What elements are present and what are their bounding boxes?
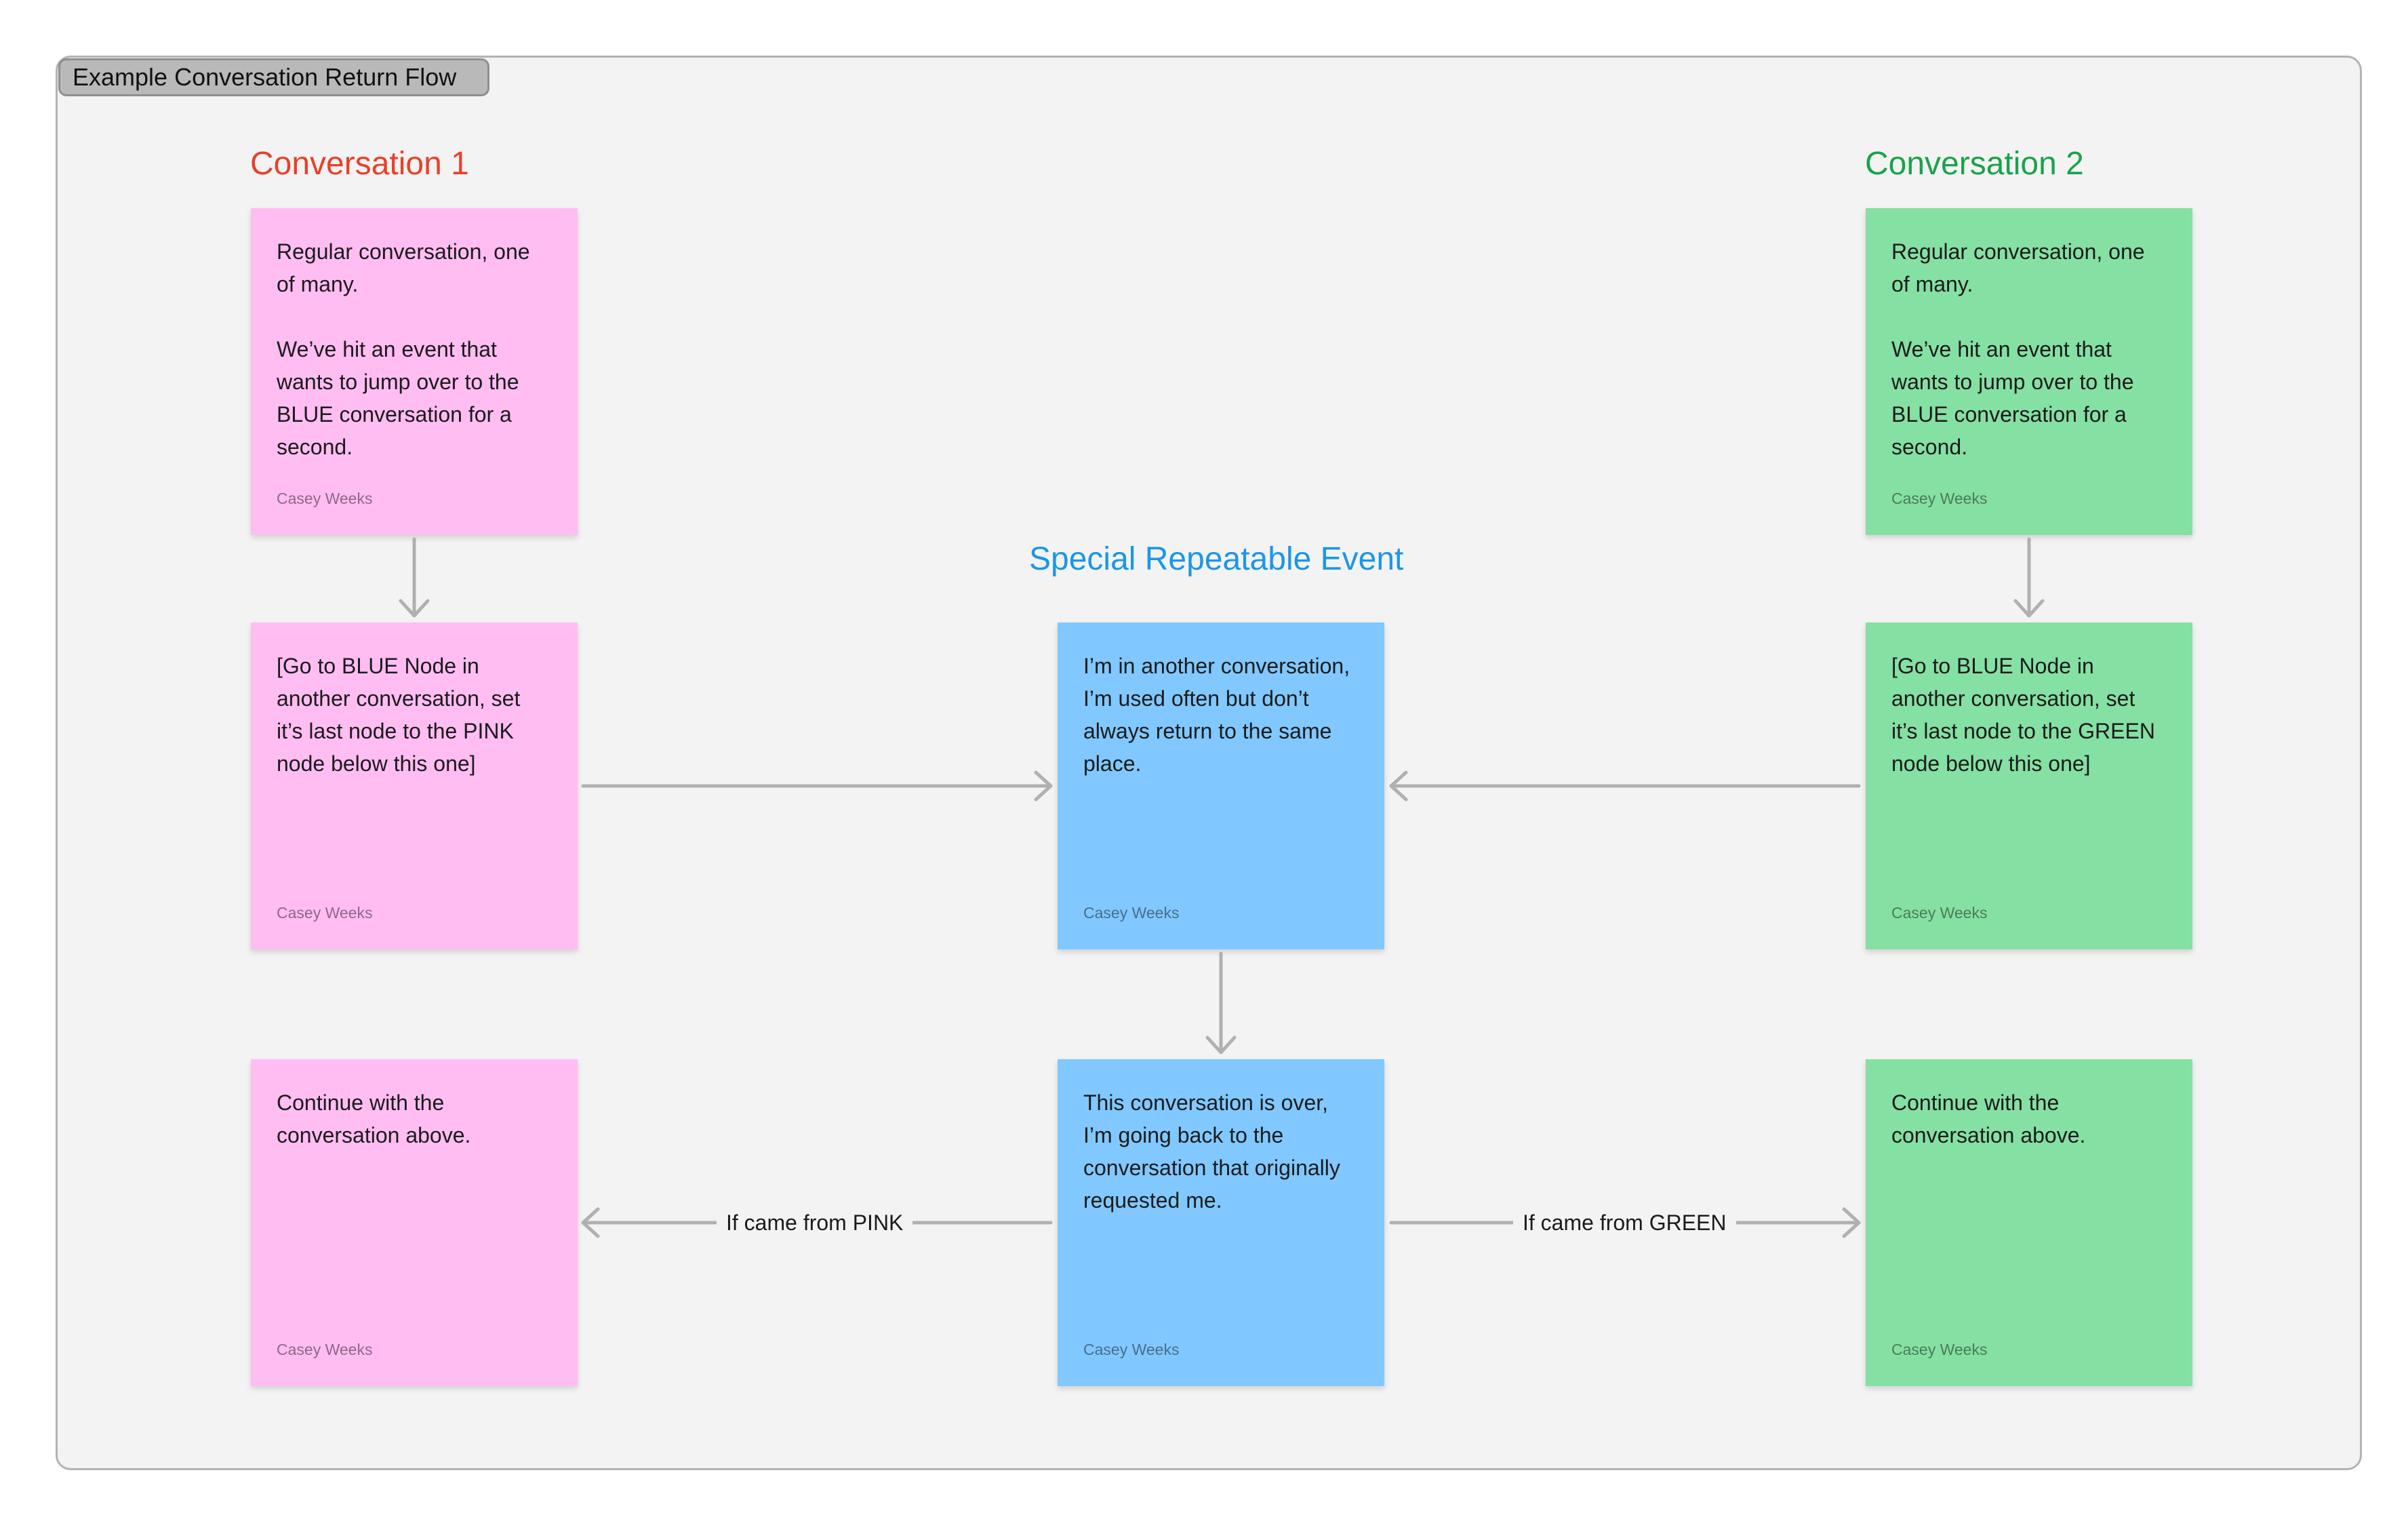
connector-green-top-to-middle[interactable] — [2013, 537, 2045, 618]
note-text: This conversation is over, I’m going bac… — [1083, 1090, 1346, 1212]
heading-special-repeatable-event[interactable]: Special Repeatable Event — [1029, 541, 1404, 577]
heading-conversation-1[interactable]: Conversation 1 — [250, 146, 469, 182]
sticky-note-green-middle[interactable]: [Go to BLUE Node in another conversation… — [1866, 623, 2192, 949]
note-author: Casey Weeks — [277, 490, 373, 507]
sticky-note-blue-middle[interactable]: I’m in another conversation, I’m used of… — [1058, 623, 1384, 949]
sticky-note-pink-top[interactable]: Regular conversation, one of many. We’ve… — [251, 208, 578, 535]
note-text: [Go to BLUE Node in another conversation… — [1891, 654, 2161, 776]
note-author: Casey Weeks — [1891, 1341, 1988, 1358]
note-author: Casey Weeks — [277, 1341, 373, 1358]
note-text: [Go to BLUE Node in another conversation… — [277, 654, 527, 776]
sticky-note-pink-bottom[interactable]: Continue with the conversation above. Ca… — [251, 1059, 578, 1386]
connector-pink-top-to-middle[interactable] — [399, 537, 430, 618]
connector-pink-middle-to-blue[interactable] — [581, 770, 1053, 802]
heading-conversation-2[interactable]: Conversation 2 — [1865, 146, 2084, 182]
note-text: Continue with the conversation above. — [1891, 1090, 2086, 1147]
sticky-note-green-top[interactable]: Regular conversation, one of many. We’ve… — [1866, 208, 2192, 535]
note-author: Casey Weeks — [277, 904, 373, 922]
connector-green-middle-to-blue[interactable] — [1389, 770, 1861, 802]
note-text: Regular conversation, one of many. We’ve… — [1891, 239, 2145, 459]
note-text: Regular conversation, one of many. We’ve… — [277, 239, 530, 459]
sticky-note-blue-bottom[interactable]: This conversation is over, I’m going bac… — [1058, 1059, 1384, 1386]
sticky-note-green-bottom[interactable]: Continue with the conversation above. Ca… — [1866, 1059, 2192, 1386]
sticky-note-pink-middle[interactable]: [Go to BLUE Node in another conversation… — [251, 623, 578, 949]
note-text: Continue with the conversation above. — [277, 1090, 471, 1147]
note-author: Casey Weeks — [1891, 904, 1988, 922]
connector-blue-middle-to-bottom[interactable] — [1205, 951, 1237, 1054]
note-author: Casey Weeks — [1083, 1341, 1180, 1358]
note-author: Casey Weeks — [1083, 904, 1180, 922]
section-title[interactable]: Example Conversation Return Flow — [58, 58, 489, 96]
note-author: Casey Weeks — [1891, 490, 1988, 507]
note-text: I’m in another conversation, I’m used of… — [1083, 654, 1356, 776]
connector-label-green[interactable]: If came from GREEN — [1513, 1208, 1736, 1238]
connector-label-pink[interactable]: If came from PINK — [717, 1208, 913, 1238]
